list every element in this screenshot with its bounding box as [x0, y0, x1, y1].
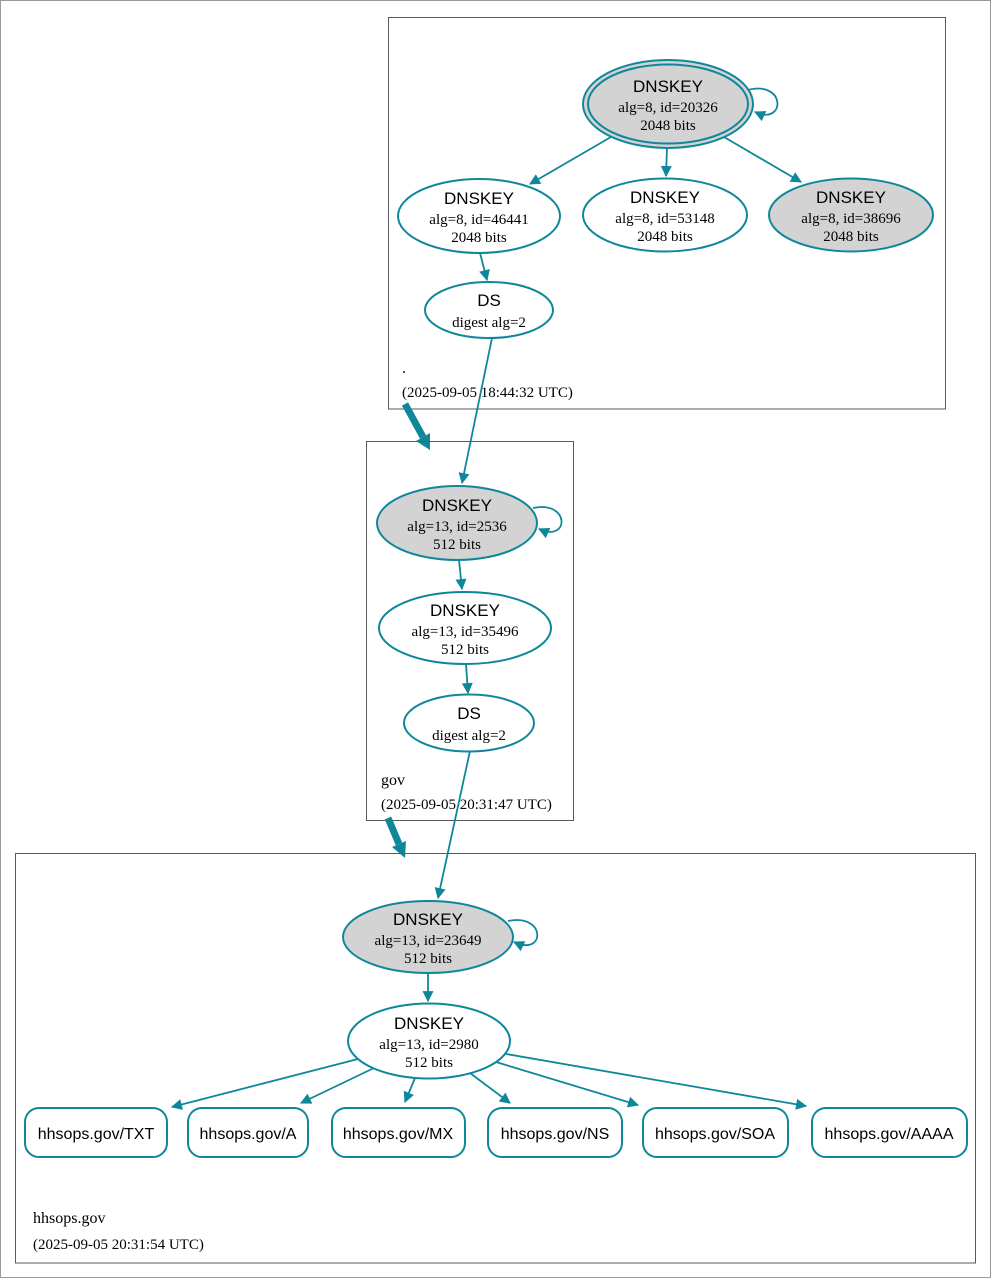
- dnskey-20326-detail: alg=8, id=20326: [618, 100, 718, 116]
- edge-gov-ds-to-hhsops-ksk: [434, 750, 471, 900]
- dnskey-35496-ellipse: [378, 591, 552, 665]
- edge-dnskey-2980-to-a: [300, 1067, 375, 1104]
- edge-dnskey-2980-to-soa: [495, 1061, 640, 1108]
- rrset-aaaa-node: hhsops.gov/AAAA: [811, 1107, 968, 1158]
- dnskey-35496-title: DNSKEY: [430, 601, 500, 620]
- root-ds-node: DS digest alg=2: [424, 281, 554, 339]
- delegation-root-to-gov: [401, 337, 493, 485]
- dnskey-46441-title: DNSKEY: [444, 189, 514, 208]
- dnskey-2980-node: DNSKEY alg=13, id=2980 512 bits: [347, 1002, 511, 1080]
- dnskey-46441-ellipse: [397, 178, 561, 254]
- dnskey-38696-title: DNSKEY: [816, 188, 886, 207]
- dnskey-46441-bits: 2048 bits: [451, 230, 507, 246]
- rrset-soa-node: hhsops.gov/SOA: [642, 1107, 789, 1158]
- edge-dnskey-20326-to-53148: [660, 147, 672, 178]
- root-zone-timestamp: (2025-09-05 18:44:32 UTC): [402, 385, 573, 401]
- dnskey-20326-node: DNSKEY alg=8, id=20326 2048 bits: [582, 59, 754, 149]
- rrset-soa-label: hhsops.gov/SOA: [655, 1126, 775, 1143]
- gov-zone-box: [366, 441, 574, 821]
- dnskey-20326-bits: 2048 bits: [640, 118, 696, 134]
- rrset-ns-box: [487, 1107, 623, 1158]
- dnskey-2980-ellipse: [347, 1002, 511, 1080]
- rrset-txt-node: hhsops.gov/TXT: [24, 1107, 168, 1158]
- hhsops-zone-timestamp: (2025-09-05 20:31:54 UTC): [33, 1237, 204, 1253]
- gov-zone-timestamp: (2025-09-05 20:31:47 UTC): [381, 797, 552, 813]
- dnskey-20326-title: DNSKEY: [633, 77, 703, 96]
- hhsops-zone-label: hhsops.gov: [33, 1210, 105, 1227]
- hhsops-zone-box: [15, 853, 976, 1264]
- delegation-arrow-shaft: [401, 402, 427, 439]
- root-ds-ellipse: [424, 281, 554, 339]
- edge-dnskey-2980-to-aaaa: [505, 1053, 808, 1110]
- dnskey-53148-node: DNSKEY alg=8, id=53148 2048 bits: [582, 177, 748, 253]
- root-zone-label: .: [402, 360, 406, 377]
- dnskey-35496-node: DNSKEY alg=13, id=35496 512 bits: [378, 591, 552, 665]
- dnskey-35496-detail: alg=13, id=35496: [412, 624, 519, 640]
- edge-dnskey-46441-to-ds: [479, 252, 490, 282]
- edge-dnskey-20326-to-46441: [529, 136, 612, 185]
- rrset-a-node: hhsops.gov/A: [187, 1107, 309, 1158]
- dnskey-53148-ellipse: [582, 177, 748, 253]
- dnskey-38696-node: DNSKEY alg=8, id=38696 2048 bits: [768, 177, 934, 253]
- dnskey-35496-bits: 512 bits: [441, 642, 489, 658]
- dnskey-20326-outer-ellipse: [582, 59, 754, 149]
- edge-dnskey-2536-to-35496: [455, 559, 467, 591]
- rrset-aaaa-label: hhsops.gov/AAAA: [825, 1126, 954, 1143]
- root-ds-detail: digest alg=2: [452, 315, 526, 331]
- edge-root-ds-to-gov-ksk: [458, 337, 493, 485]
- hhsops-zone: DNSKEY alg=13, id=23649 512 bits DNSKEY …: [15, 853, 976, 1264]
- delegation-arrow-shaft: [384, 816, 403, 846]
- rrset-txt-label: hhsops.gov/TXT: [38, 1126, 155, 1143]
- dnskey-38696-ellipse: [768, 177, 934, 253]
- rrset-mx-box: [331, 1107, 466, 1158]
- rrset-soa-box: [642, 1107, 789, 1158]
- edge-dnskey-2980-to-ns: [469, 1072, 511, 1104]
- gov-zone: DNSKEY alg=13, id=2536 512 bits DNSKEY a…: [366, 441, 574, 821]
- dnskey-20326-inner-ellipse: [587, 63, 749, 145]
- dnskey-23649-detail: alg=13, id=23649: [375, 933, 482, 949]
- rrset-ns-label: hhsops.gov/NS: [501, 1126, 610, 1143]
- dnskey-2536-detail: alg=13, id=2536: [407, 519, 507, 535]
- dnskey-23649-title: DNSKEY: [393, 910, 463, 929]
- dnskey-53148-title: DNSKEY: [630, 188, 700, 207]
- edge-dnskey-20326-self-loop: [747, 87, 779, 122]
- edge-dnskey-2980-to-txt: [170, 1058, 359, 1110]
- edge-dnskey-20326-to-38696: [723, 136, 802, 183]
- edge-dnskey-35496-to-ds: [461, 663, 473, 695]
- rrset-aaaa-box: [811, 1107, 968, 1158]
- root-ds-title: DS: [477, 291, 501, 310]
- dnskey-2536-ellipse: [376, 485, 538, 561]
- dnskey-2536-bits: 512 bits: [433, 537, 481, 553]
- edge-dnskey-23649-self-loop: [507, 919, 539, 952]
- rrset-txt-box: [24, 1107, 168, 1158]
- dnskey-2980-bits: 512 bits: [405, 1055, 453, 1071]
- dnskey-2536-node: DNSKEY alg=13, id=2536 512 bits: [376, 485, 538, 561]
- root-zone-box: [388, 17, 946, 410]
- gov-zone-label: gov: [381, 772, 405, 789]
- gov-ds-node: DS digest alg=2: [403, 693, 535, 753]
- dnskey-53148-detail: alg=8, id=53148: [615, 211, 714, 227]
- dnskey-2980-detail: alg=13, id=2980: [379, 1037, 478, 1053]
- edge-dnskey-2536-self-loop: [532, 506, 563, 539]
- dnskey-23649-bits: 512 bits: [404, 951, 452, 967]
- rrset-ns-node: hhsops.gov/NS: [487, 1107, 623, 1158]
- rrset-mx-label: hhsops.gov/MX: [343, 1126, 454, 1143]
- dnskey-53148-bits: 2048 bits: [637, 229, 693, 245]
- gov-ds-detail: digest alg=2: [432, 728, 506, 744]
- dnskey-2536-title: DNSKEY: [422, 496, 492, 515]
- rrset-a-box: [187, 1107, 309, 1158]
- rrset-mx-node: hhsops.gov/MX: [331, 1107, 466, 1158]
- root-zone: DNSKEY alg=8, id=20326 2048 bits DNSKEY …: [388, 17, 946, 410]
- dnskey-38696-detail: alg=8, id=38696: [801, 211, 901, 227]
- dnskey-46441-node: DNSKEY alg=8, id=46441 2048 bits: [397, 178, 561, 254]
- dnskey-23649-node: DNSKEY alg=13, id=23649 512 bits: [342, 900, 514, 974]
- dnskey-38696-bits: 2048 bits: [823, 229, 879, 245]
- edge-dnskey-2980-to-mx: [403, 1077, 416, 1104]
- dnskey-46441-detail: alg=8, id=46441: [429, 212, 528, 228]
- dnskey-2980-title: DNSKEY: [394, 1014, 464, 1033]
- dnskey-23649-ellipse: [342, 900, 514, 974]
- gov-ds-title: DS: [457, 704, 481, 723]
- rrset-a-label: hhsops.gov/A: [200, 1126, 297, 1143]
